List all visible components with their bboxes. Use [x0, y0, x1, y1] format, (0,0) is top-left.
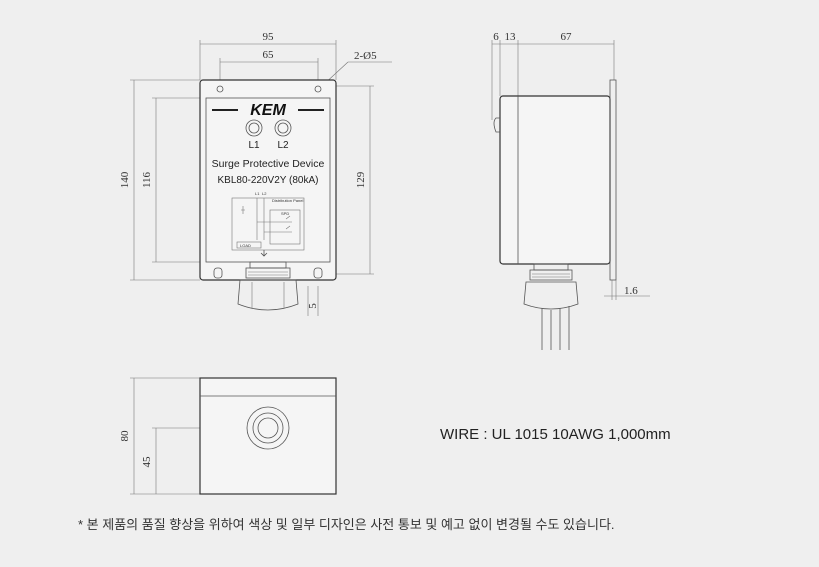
- dim-bottom-small: 5: [307, 303, 319, 309]
- dim-holes: 2-Ø5: [354, 50, 377, 62]
- dim-height-total: 140: [119, 171, 131, 188]
- dim-side-b: 13: [505, 31, 517, 43]
- wiring-schematic: L1 L2 Distribution Panel SPD LOAD: [231, 191, 305, 257]
- gland-middle-icon: [252, 412, 284, 444]
- dim-plate-thickness: 1.6: [624, 285, 638, 297]
- schematic-spd: SPD: [281, 211, 289, 216]
- model-number: KBL80-220V2Y (80kA): [218, 175, 319, 186]
- cable-gland: [237, 261, 299, 311]
- dim-height-right: 129: [355, 171, 367, 188]
- front-view: 95 65 2-Ø5 140 116 129 KEM: [119, 31, 392, 316]
- led-l2-icon: [274, 119, 292, 137]
- dim-side-a: 6: [493, 31, 499, 43]
- mounting-slot-right-icon: [313, 267, 323, 279]
- gland-inner-icon: [257, 417, 279, 439]
- led-l2-label: L2: [277, 140, 289, 151]
- led-l1-label: L1: [248, 140, 260, 151]
- led-l1-icon: [245, 119, 263, 137]
- dim-hole-spacing: 65: [263, 49, 275, 61]
- bottom-view: 80 45: [119, 377, 337, 495]
- schematic-load: LOAD: [240, 243, 251, 248]
- mounting-hole-right-icon: [314, 85, 322, 93]
- side-view: 6 13 67 1.6: [491, 31, 650, 350]
- wire-spec: WIRE : UL 1015 10AWG 1,000mm: [440, 426, 671, 443]
- mounting-hole-left-icon: [216, 85, 224, 93]
- dim-bottom-height: 80: [119, 430, 131, 442]
- product-name: Surge Protective Device: [212, 158, 325, 170]
- svg-text:L2: L2: [262, 191, 267, 196]
- gland-outer-icon: [246, 406, 290, 450]
- mounting-slot-left-icon: [213, 267, 223, 279]
- footnote: * 본 제품의 품질 향상을 위하여 색상 및 일부 디자인은 사전 통보 및 …: [78, 517, 615, 532]
- dim-bottom-center: 45: [141, 456, 153, 468]
- dim-side-c: 67: [561, 31, 573, 43]
- dim-height-inner: 116: [141, 171, 153, 188]
- svg-text:L1: L1: [255, 191, 260, 196]
- brand-logo: KEM: [250, 102, 286, 119]
- schematic-title: Distribution Panel: [272, 198, 303, 203]
- dim-width: 95: [263, 31, 275, 43]
